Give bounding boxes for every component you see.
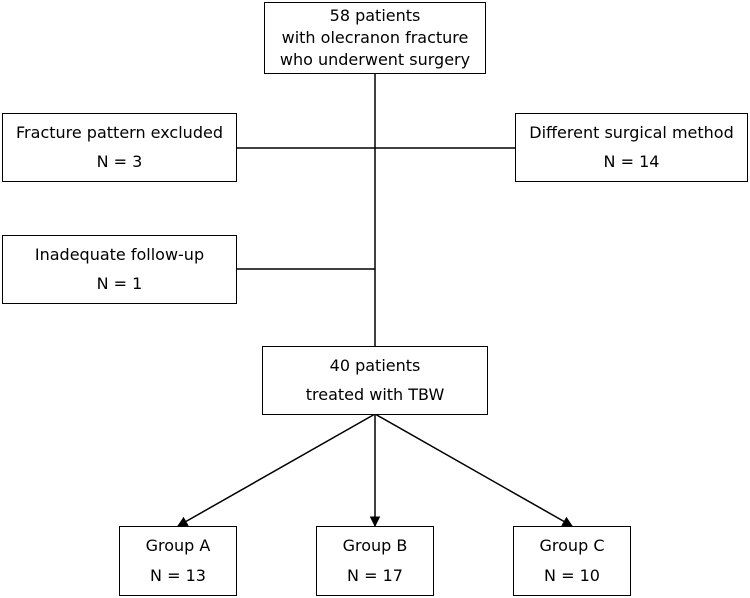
top-box-line-1: 58 patients — [329, 6, 421, 25]
excluded-method-title: Different surgical method — [529, 122, 734, 142]
group-b-count: N = 17 — [347, 566, 403, 585]
treated-line-2: treated with TBW — [305, 385, 445, 405]
group-c-count: N = 10 — [544, 566, 600, 585]
excluded-followup-title: Inadequate follow-up — [34, 244, 205, 264]
arrow-to-group-a — [177, 413, 376, 527]
arrow-to-group-c — [374, 413, 573, 527]
top-box-line-3: who underwent surgery — [279, 50, 471, 69]
group-b-box: Group B N = 17 — [316, 526, 434, 596]
group-b-name: Group B — [342, 536, 408, 555]
treated-line-1: 40 patients — [329, 355, 421, 375]
group-a-box: Group A N = 13 — [119, 526, 237, 596]
treated-patients-box: 40 patients treated with TBW — [262, 346, 488, 415]
top-box-total-patients: 58 patients with olecranon fracture who … — [264, 2, 486, 74]
group-c-name: Group C — [539, 536, 605, 555]
group-c-box: Group C N = 10 — [513, 526, 631, 596]
excluded-method-count: N = 14 — [603, 152, 660, 172]
top-box-line-2: with olecranon fracture — [281, 28, 469, 47]
group-a-name: Group A — [145, 536, 211, 555]
excluded-follow-up-box: Inadequate follow-up N = 1 — [2, 235, 237, 304]
excluded-followup-count: N = 1 — [96, 274, 143, 294]
excluded-surgical-method-box: Different surgical method N = 14 — [515, 113, 748, 182]
excluded-fracture-pattern-box: Fracture pattern excluded N = 3 — [2, 113, 237, 182]
group-a-count: N = 13 — [150, 566, 206, 585]
excluded-fracture-count: N = 3 — [96, 152, 143, 172]
excluded-fracture-title: Fracture pattern excluded — [16, 122, 223, 142]
